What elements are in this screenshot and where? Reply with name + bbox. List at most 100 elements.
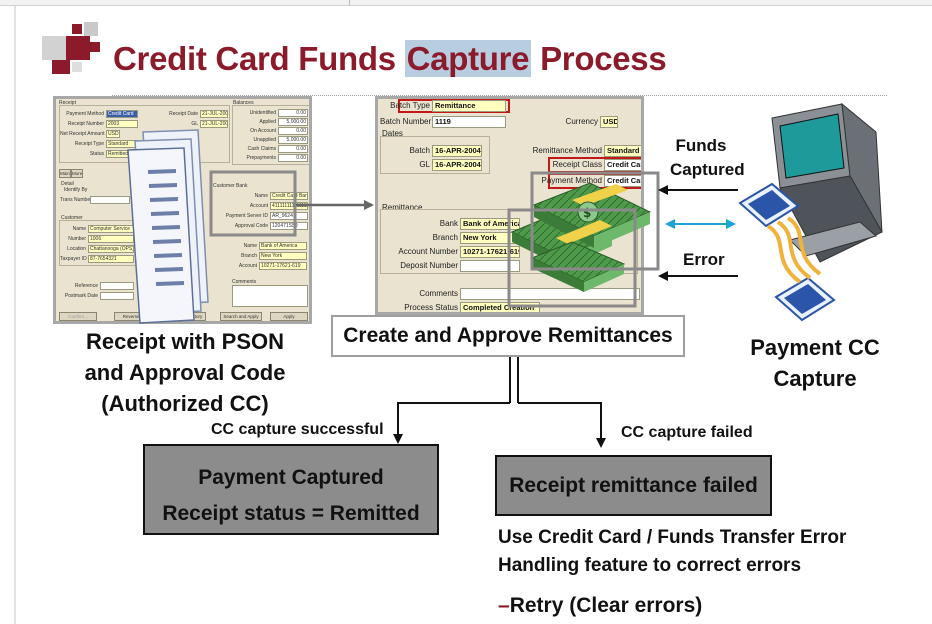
field-label: Comments (232, 279, 257, 285)
remit-account-field[interactable]: 10271-17621-619 (259, 262, 307, 270)
field-label: Taxpayer ID (60, 256, 87, 262)
retry-text: Retry (Clear errors) (509, 594, 703, 617)
remittance-method-field[interactable]: Standard (604, 145, 641, 157)
remittance-caption: Create and Approve Remittances (331, 315, 685, 357)
field-label: Remittance Method (532, 146, 602, 155)
group-label: Balances (233, 100, 254, 106)
reference-field[interactable] (100, 282, 134, 290)
approval-code-field[interactable]: 120471S50 (270, 222, 308, 230)
error-handling-note: Use Credit Card / Funds Transfer Error H… (498, 524, 846, 580)
field-label: Trans Number (60, 197, 92, 203)
payment-method-field[interactable]: Credit Card (604, 175, 641, 187)
box-line: Receipt status = Remitted (162, 502, 420, 525)
pson-field[interactable]: AR_9624 (270, 212, 308, 220)
note-line: Use Credit Card / Funds Transfer Error (498, 527, 847, 548)
field-label: Branch (432, 233, 458, 242)
highlight-frame (507, 208, 637, 308)
field-label: Name (243, 243, 257, 249)
note-line: Handling feature to correct errors (498, 555, 802, 576)
failed-label: CC capture failed (621, 424, 753, 441)
caption-line: Capture (773, 366, 857, 391)
comments-field[interactable] (232, 285, 308, 307)
computer-icon (771, 102, 883, 263)
search-and-apply-button[interactable]: Search and Apply (220, 312, 262, 321)
field-label: Payment Method (66, 111, 104, 117)
remittance-failed-box: Receipt remittance failed (495, 455, 772, 516)
batch-type-field[interactable]: Remittance (432, 100, 506, 112)
card-reader-icon (738, 182, 836, 322)
taxpayer-field[interactable]: 87-7654321 (88, 255, 134, 263)
batch-number-field[interactable]: 1119 (432, 116, 506, 128)
balance-label: Unapplied (253, 137, 276, 143)
batch-date-field[interactable]: 16-APR-2004 (432, 145, 482, 157)
balance-label: Prepayments (246, 155, 276, 161)
field-label: Branch (241, 253, 257, 259)
tab-more[interactable]: More (71, 169, 83, 178)
field-label: Location (67, 246, 86, 252)
retry-bullet: –Retry (Clear errors) (498, 594, 702, 618)
caption-line: and Approval Code (84, 360, 286, 385)
caption-line: Receipt with PSON (85, 329, 285, 354)
balance-value: 0.00 (278, 127, 308, 135)
field-label: GL (419, 160, 430, 169)
deposit-number-field[interactable] (460, 260, 520, 272)
funds-captured-label: Funds Captured (670, 136, 745, 180)
field-label: Payment Method (541, 176, 602, 185)
receipt-caption: Receipt with PSON and Approval Code (Aut… (54, 326, 316, 419)
apply-button[interactable]: Apply (270, 312, 308, 321)
field-label: Account Number (398, 247, 458, 256)
receipt-number-field[interactable]: 2003 (106, 120, 138, 128)
slide-title: Credit Card Funds Capture Process (113, 40, 667, 78)
logo-icon (42, 22, 100, 74)
currency-field[interactable]: USD (106, 130, 120, 138)
field-label: Approval Code (234, 223, 268, 229)
balance-value: 5,000.00 (278, 136, 308, 144)
field-label: Receipt Type (74, 141, 104, 147)
field-label: Payment Server ID (225, 213, 268, 219)
label-line: Captured (670, 160, 745, 179)
balance-value: 0.00 (278, 145, 308, 153)
field-label: Currency (565, 117, 598, 126)
location-field[interactable]: Chattanooga (OPS) (88, 245, 134, 253)
title-part: Process (531, 40, 667, 77)
field-label: Process Status (404, 303, 458, 312)
title-divider (112, 95, 887, 96)
customer-bank-name-field[interactable]: Credit Card Bank (270, 192, 308, 200)
group-label: Customer (61, 215, 83, 221)
branch-field[interactable]: New York (460, 232, 520, 244)
currency-field[interactable]: USD (600, 116, 618, 128)
field-label: Account (249, 203, 268, 209)
field-label: Batch (409, 146, 430, 155)
field-label: Receipt Class (552, 160, 602, 169)
balance-value: 0.00 (278, 154, 308, 162)
receipt-date-field[interactable]: 21-JUL-2004 (200, 110, 228, 118)
field-label: Net Receipt Amount (60, 131, 105, 137)
bank-field[interactable]: Bank of America (460, 218, 520, 230)
trans-number-field[interactable] (90, 196, 130, 204)
field-label: Reference (74, 283, 98, 289)
comments-field[interactable] (460, 288, 640, 300)
payment-cc-caption: Payment CC Capture (735, 332, 895, 394)
error-label: Error (683, 250, 725, 269)
receipt-class-field[interactable]: Credit Card (604, 159, 641, 171)
account-number-field[interactable]: 10271-17621-619 (460, 246, 520, 258)
gl-date-field[interactable]: 21-JUL-2004 (200, 120, 228, 128)
field-label: Batch Number (380, 117, 432, 126)
box-line: Payment Captured (198, 466, 384, 489)
group-label: Receipt (59, 100, 76, 106)
group-label: Detail (61, 181, 74, 187)
tab-main[interactable]: Main (59, 169, 71, 178)
payment-method-field[interactable]: Credit Card (106, 110, 138, 118)
postmark-field[interactable] (100, 292, 134, 300)
documents-icon (127, 129, 209, 324)
label-line: Funds (675, 136, 727, 155)
dates-group (380, 136, 490, 174)
confirm-button[interactable]: Confirm... (59, 312, 97, 321)
remit-bank-name-field[interactable]: Bank of America (259, 242, 307, 250)
gl-date-field[interactable]: 16-APR-2004 (432, 159, 482, 171)
highlight-frame (530, 171, 660, 271)
window-tab (170, 0, 350, 5)
remit-branch-field[interactable]: New York (259, 252, 307, 260)
field-label: Deposit Number (400, 261, 458, 270)
group-label: Dates (382, 129, 403, 138)
